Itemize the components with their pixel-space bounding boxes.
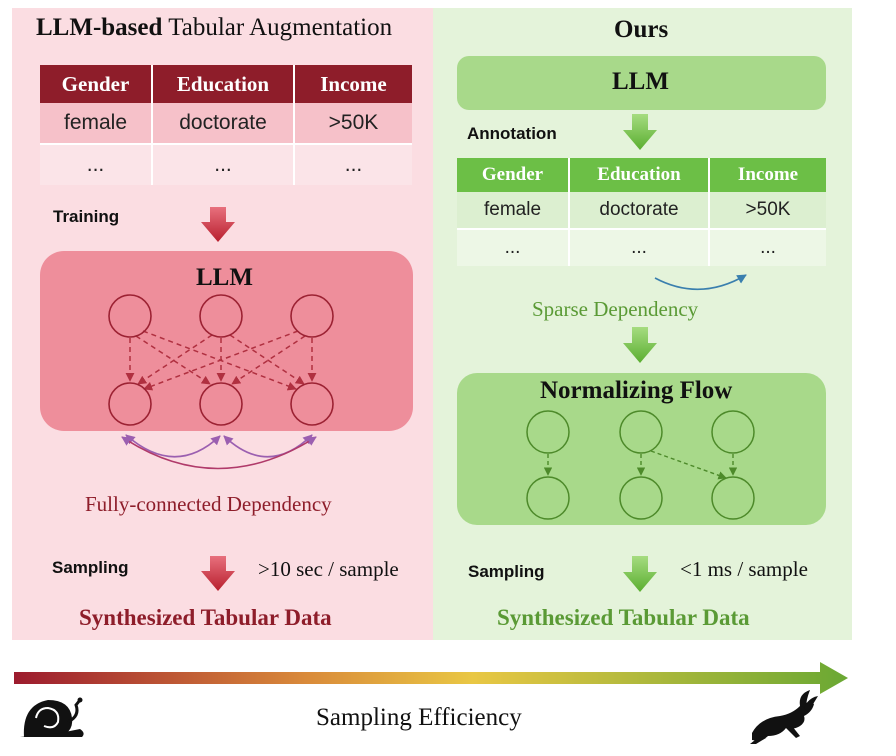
left-speed-label: >10 sec / sample [258, 557, 399, 581]
table-row: female doctorate >50K [40, 103, 412, 144]
table-header: Income [709, 158, 826, 192]
table-header: Education [569, 158, 710, 192]
table-header: Gender [40, 65, 153, 103]
table-cell: ... [457, 228, 570, 266]
table-header: Income [294, 65, 412, 103]
node [199, 294, 243, 338]
node [619, 476, 663, 520]
table-header: Education [152, 65, 295, 103]
right-data-table: Gender Education Income female doctorate… [457, 158, 826, 266]
node [711, 410, 755, 454]
node [619, 410, 663, 454]
table-row: female doctorate >50K [457, 192, 826, 229]
left-title: LLM-based Tabular Augmentation [36, 14, 392, 42]
left-data-table: Gender Education Income female doctorate… [40, 65, 412, 185]
node [108, 382, 152, 426]
table-cell: >50K [709, 192, 826, 229]
table-cell: doctorate [152, 103, 295, 144]
table-cell: female [457, 192, 570, 229]
left-title-rest: Tabular Augmentation [168, 14, 393, 41]
sparse-dependency-label: Sparse Dependency [532, 297, 699, 321]
table-row: ... ... ... [40, 143, 412, 185]
table-cell: ... [569, 228, 710, 266]
flow-box [457, 373, 826, 525]
table-cell: >50K [294, 103, 412, 144]
left-output-label: Synthesized Tabular Data [79, 605, 332, 630]
right-llm-box [457, 56, 826, 110]
flow-edges [543, 450, 738, 480]
table-cell: ... [709, 228, 826, 266]
annotation-label: Annotation [467, 124, 557, 143]
right-title: Ours [614, 16, 669, 43]
fully-connected-label: Fully-connected Dependency [85, 492, 332, 516]
node [526, 476, 570, 520]
table-cell: ... [294, 143, 412, 185]
node [290, 382, 334, 426]
node [711, 476, 755, 520]
node [526, 410, 570, 454]
node [108, 294, 152, 338]
table-cell: female [40, 103, 153, 144]
right-speed-label: <1 ms / sample [680, 557, 808, 581]
table-cell: ... [152, 143, 295, 185]
sampling-arrow-left-icon [201, 556, 235, 591]
left-llm-box [40, 251, 413, 431]
table-cell: ... [40, 143, 153, 185]
table-row: ... ... ... [457, 228, 826, 266]
rabbit-icon [750, 690, 818, 744]
snail-icon [20, 697, 84, 737]
efficiency-axis-label: Sampling Efficiency [316, 704, 522, 731]
annotation-arrow-icon [623, 114, 657, 150]
efficiency-axis-arrow [14, 662, 848, 694]
left-llm-label: LLM [196, 264, 253, 291]
table-cell: doctorate [569, 192, 710, 229]
left-title-bold: LLM-based [36, 14, 163, 41]
right-output-label: Synthesized Tabular Data [497, 605, 750, 630]
right-sampling-label: Sampling [468, 562, 545, 581]
right-panel [433, 8, 852, 640]
training-arrow-icon [201, 207, 235, 242]
left-dependency-edges [125, 330, 317, 391]
left-sampling-label: Sampling [52, 558, 129, 577]
flow-label: Normalizing Flow [540, 377, 733, 404]
node [290, 294, 334, 338]
flow-arrow-icon [623, 327, 657, 363]
left-nodes [108, 294, 334, 426]
node [199, 382, 243, 426]
training-label: Training [53, 207, 120, 226]
table-header: Gender [457, 158, 570, 192]
right-llm-label: LLM [612, 68, 669, 95]
flow-nodes [526, 410, 755, 520]
left-curved-dependencies [121, 434, 317, 470]
sampling-arrow-right-icon [623, 556, 657, 592]
sparse-dependency-arrow [654, 274, 747, 291]
